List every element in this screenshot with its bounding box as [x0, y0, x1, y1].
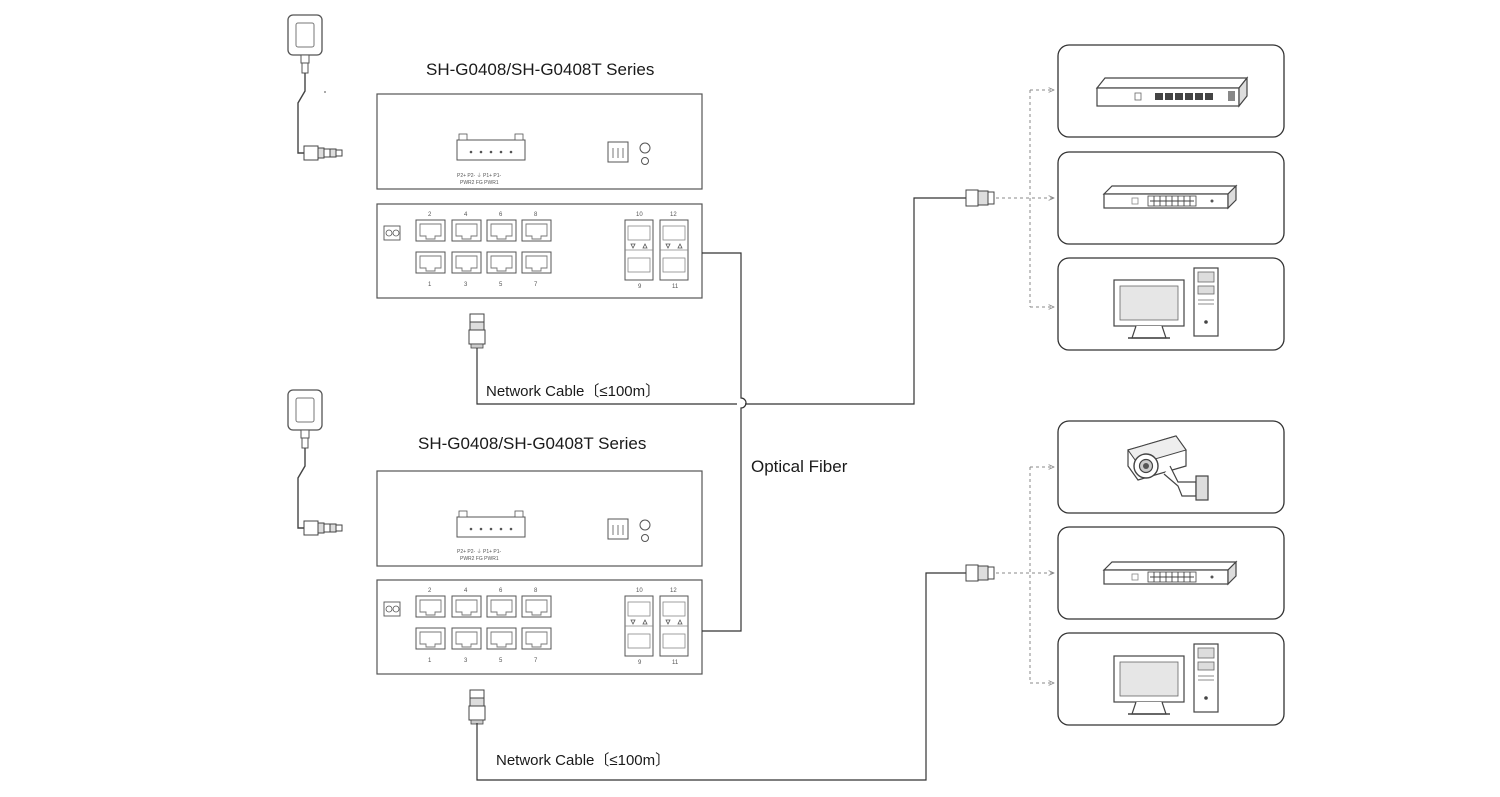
rj45-connector-icon-4	[965, 564, 995, 582]
fanout-lines-1	[996, 90, 1054, 307]
port-label: 3	[464, 658, 468, 664]
sfp-label: 10	[636, 588, 643, 594]
sfp-label: 9	[638, 660, 642, 666]
switch-1-port-panel	[376, 203, 703, 299]
rj45-connector-icon-3	[965, 189, 995, 207]
network-cable-label-1: Network Cable〔≤100m〕	[486, 383, 661, 400]
sfp-label: 9	[638, 284, 642, 290]
port-label: 3	[464, 282, 468, 288]
optical-fiber-line	[702, 252, 747, 632]
port-label: 5	[499, 282, 503, 288]
port-label: 8	[534, 588, 538, 594]
port-label: 6	[499, 212, 503, 218]
terminal-sublabel-2: PWR2 FG PWR1	[460, 556, 499, 562]
network-cable-line-2	[476, 572, 966, 781]
port-label: 4	[464, 588, 468, 594]
port-label: 1	[428, 282, 432, 288]
rj45-connector-icon-2	[468, 689, 486, 725]
port-label: 4	[464, 212, 468, 218]
port-label: 2	[428, 588, 432, 594]
terminal-label-2: P2+ P2- ⏚ P1+ P1-	[457, 548, 502, 555]
terminal-label-1: P2+ P2- ⏚ P1+ P1-	[457, 172, 502, 179]
sfp-label: 10	[636, 212, 643, 218]
port-label: 8	[534, 212, 538, 218]
network-cable-label-2: Network Cable〔≤100m〕	[496, 752, 671, 769]
optical-fiber-label: Optical Fiber	[751, 457, 848, 476]
rj45-connector-icon-1	[468, 313, 486, 349]
fanout-lines-2	[996, 467, 1054, 683]
sfp-label: 12	[670, 212, 677, 218]
sfp-label: 12	[670, 588, 677, 594]
switch-2-port-panel	[376, 579, 703, 675]
switch-2-upper-panel	[376, 470, 703, 567]
switch-1-upper-panel	[376, 93, 703, 190]
poe-switch-icon	[1103, 561, 1237, 585]
switch-series-title-2: SH-G0408/SH-G0408T Series	[418, 434, 647, 453]
port-label: 7	[534, 282, 538, 288]
power-adapter-icon-2	[287, 389, 343, 536]
terminal-sublabel-1: PWR2 FG PWR1	[460, 180, 499, 186]
power-adapter-icon-1	[287, 14, 343, 161]
switch-series-title-1: SH-G0408/SH-G0408T Series	[426, 60, 655, 79]
sfp-label: 11	[672, 660, 679, 666]
port-label: 6	[499, 588, 503, 594]
poe-switch-icon	[1103, 185, 1237, 209]
port-label: 1	[428, 658, 432, 664]
network-switch-icon	[1096, 77, 1248, 107]
sfp-label: 11	[672, 284, 679, 290]
network-cable-line-1	[476, 197, 966, 405]
port-label: 2	[428, 212, 432, 218]
port-label: 7	[534, 658, 538, 664]
port-label: 5	[499, 658, 503, 664]
